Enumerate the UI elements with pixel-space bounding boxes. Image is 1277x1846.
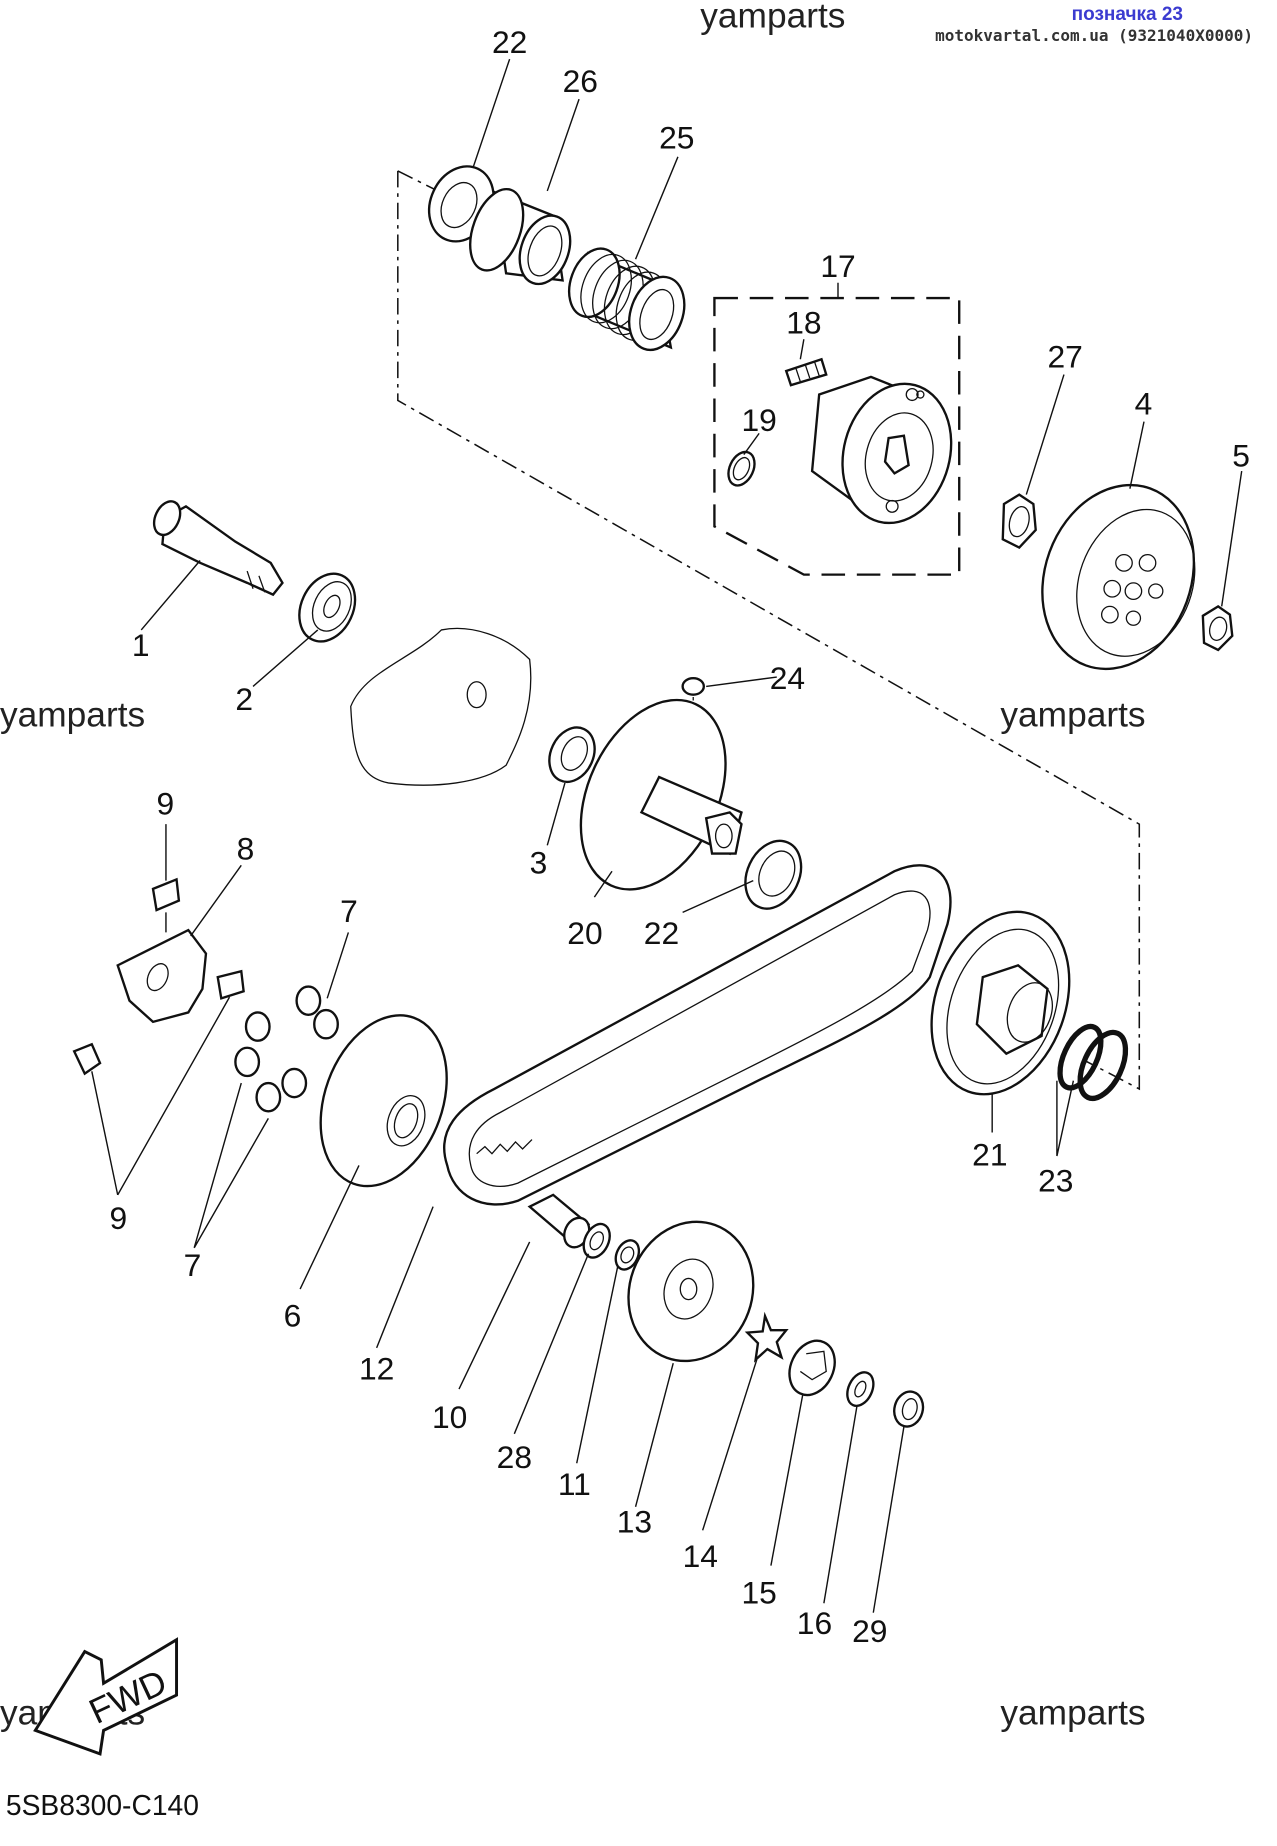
alignment-line bbox=[397, 170, 1141, 1091]
part-6-primary-sliding-sheave[interactable] bbox=[298, 998, 469, 1204]
header: позначка 23 motokvartal.com.ua (9321040X… bbox=[935, 4, 1253, 46]
callout-22[interactable]: 22 bbox=[644, 915, 679, 951]
reference-label: позначка 23 bbox=[1071, 4, 1183, 25]
callout-7[interactable]: 7 bbox=[184, 1247, 202, 1283]
callout-18[interactable]: 18 bbox=[786, 304, 821, 340]
callout-4[interactable]: 4 bbox=[1135, 386, 1153, 422]
part-8-cam[interactable] bbox=[116, 928, 208, 1024]
part-12-v-belt[interactable] bbox=[443, 864, 952, 1206]
callout-11[interactable]: 11 bbox=[558, 1466, 591, 1502]
callout-14[interactable]: 14 bbox=[683, 1538, 718, 1574]
watermark: yamparts bbox=[1000, 695, 1145, 734]
callout-12[interactable]: 12 bbox=[359, 1351, 394, 1387]
part-2-bearing[interactable] bbox=[289, 565, 366, 651]
callout-10[interactable]: 10 bbox=[432, 1399, 467, 1435]
callout-17[interactable]: 17 bbox=[820, 248, 855, 284]
callout-22[interactable]: 22 bbox=[492, 24, 527, 60]
part-23-o-rings[interactable] bbox=[1052, 1020, 1135, 1105]
watermark: yamparts bbox=[1000, 1694, 1145, 1733]
part-17-clutch-carrier[interactable] bbox=[810, 371, 966, 535]
part-16-washer[interactable] bbox=[842, 1368, 878, 1410]
part-15-ratchet-nut[interactable] bbox=[781, 1333, 843, 1402]
callout-21[interactable]: 21 bbox=[972, 1136, 1007, 1172]
callout-7[interactable]: 7 bbox=[340, 893, 358, 929]
callout-9[interactable]: 9 bbox=[157, 786, 175, 822]
callout-26[interactable]: 26 bbox=[563, 63, 598, 99]
callout-9[interactable]: 9 bbox=[109, 1200, 127, 1236]
callout-28[interactable]: 28 bbox=[497, 1439, 532, 1475]
callout-13[interactable]: 13 bbox=[617, 1504, 652, 1540]
part-4-clutch-housing[interactable] bbox=[1017, 464, 1219, 691]
callout-16[interactable]: 16 bbox=[797, 1605, 832, 1641]
part-5-nut[interactable] bbox=[1201, 604, 1234, 652]
leader-lines bbox=[91, 58, 1243, 1613]
part-18-clutch-spring[interactable] bbox=[784, 357, 828, 387]
part-26-collar[interactable] bbox=[460, 182, 579, 291]
callout-27[interactable]: 27 bbox=[1047, 338, 1082, 374]
callout-3[interactable]: 3 bbox=[530, 845, 548, 881]
part-19-clip[interactable] bbox=[723, 448, 759, 490]
callout-19[interactable]: 19 bbox=[741, 402, 776, 438]
callout-8[interactable]: 8 bbox=[237, 830, 255, 866]
part-27-nut[interactable] bbox=[1001, 493, 1037, 549]
callout-6[interactable]: 6 bbox=[284, 1298, 302, 1334]
callout-20[interactable]: 20 bbox=[567, 915, 602, 951]
diagram-code: 5SB8300-C140 bbox=[6, 1789, 199, 1821]
part-20-secondary-sliding-sheave[interactable] bbox=[552, 677, 754, 913]
part-11-washer[interactable] bbox=[611, 1237, 643, 1274]
callout-23[interactable]: 23 bbox=[1038, 1162, 1073, 1198]
part-9-slider[interactable] bbox=[216, 969, 245, 1000]
part-29-nut[interactable] bbox=[890, 1388, 926, 1429]
part-13-primary-fixed-sheave[interactable] bbox=[609, 1204, 772, 1379]
callout-29[interactable]: 29 bbox=[852, 1613, 887, 1649]
fwd-arrow-icon: FWD bbox=[33, 1637, 179, 1756]
part-9-slider[interactable] bbox=[151, 877, 181, 912]
alignment-line bbox=[397, 170, 439, 192]
crankcase-outline bbox=[350, 627, 532, 786]
part-28-washer[interactable] bbox=[579, 1220, 615, 1262]
assembly-box-17 bbox=[713, 296, 961, 576]
part-21-secondary-fixed-sheave[interactable] bbox=[907, 892, 1093, 1113]
part-22-oil-seal-lower[interactable] bbox=[735, 832, 812, 918]
part-14-spline-washer[interactable] bbox=[744, 1311, 789, 1363]
part-7-weight-rollers[interactable] bbox=[234, 985, 339, 1113]
part-3-oil-seal[interactable] bbox=[541, 720, 603, 789]
part-1-drive-shaft[interactable] bbox=[149, 497, 284, 597]
part-9-slider[interactable] bbox=[72, 1042, 102, 1076]
callout-1[interactable]: 1 bbox=[132, 627, 150, 663]
watermark: yamparts bbox=[700, 0, 845, 35]
callout-5[interactable]: 5 bbox=[1232, 437, 1250, 473]
callout-15[interactable]: 15 bbox=[741, 1574, 776, 1610]
watermark: yamparts bbox=[0, 695, 145, 734]
part-25-compression-spring[interactable] bbox=[560, 242, 694, 358]
callout-24[interactable]: 24 bbox=[770, 660, 805, 696]
site-label: motokvartal.com.ua (9321040X0000) bbox=[935, 26, 1253, 45]
part-10-collar[interactable] bbox=[527, 1193, 594, 1252]
callout-25[interactable]: 25 bbox=[659, 120, 694, 156]
callout-2[interactable]: 2 bbox=[235, 681, 253, 717]
